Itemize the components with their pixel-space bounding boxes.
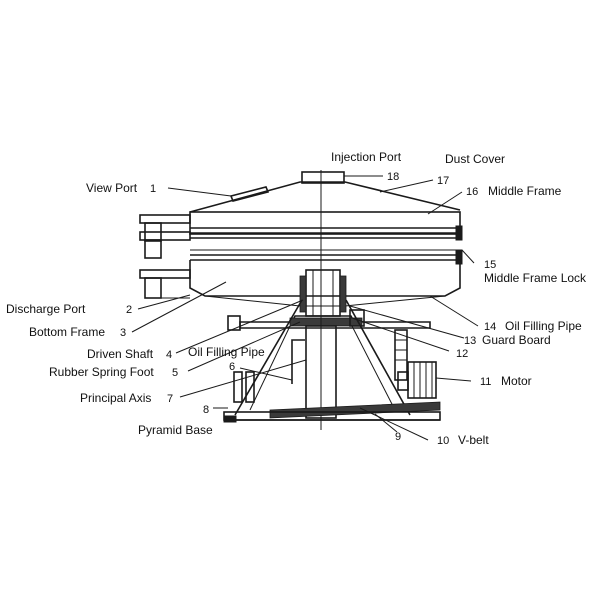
callout-name-17: Dust Cover [445, 152, 505, 166]
callout-number-12: 12 [456, 348, 468, 360]
callout-name-6: Oil Filling Pipe [188, 345, 265, 359]
callouts: View Port 1 Discharge Port 2 Bottom Fram… [6, 150, 587, 447]
driven-pulley [346, 295, 430, 327]
callout-name-13: Guard Board [482, 333, 551, 347]
callout-number-16: 16 [466, 186, 478, 198]
callout-name-4: Driven Shaft [87, 347, 154, 361]
middle-frame-lock [455, 225, 463, 265]
view-port [229, 186, 270, 202]
shaft-housing [289, 269, 357, 325]
callout-name-8: Pyramid Base [138, 423, 213, 437]
motor [397, 361, 437, 399]
callout-number-4: 4 [166, 349, 172, 361]
callout-name-1: View Port [86, 181, 138, 195]
oil-filling-pipe-left [233, 339, 305, 403]
callout-number-15: 15 [484, 259, 496, 271]
callout-name-11: Motor [501, 374, 532, 388]
leader-lines [131, 175, 479, 441]
callout-name-18: Injection Port [331, 150, 402, 164]
callout-name-7: Principal Axis [80, 391, 151, 405]
callout-number-14: 14 [484, 321, 496, 333]
injection-port [301, 171, 345, 184]
callout-number-1: 1 [150, 183, 156, 195]
callout-name-2: Discharge Port [6, 302, 86, 316]
callout-number-9: 9 [395, 431, 401, 443]
base-plate [223, 401, 441, 423]
callout-name-15: Middle Frame Lock [484, 271, 587, 285]
callout-number-17: 17 [437, 175, 449, 187]
callout-number-2: 2 [126, 304, 132, 316]
callout-name-14: Oil Filling Pipe [505, 319, 582, 333]
callout-number-11: 11 [480, 376, 491, 388]
callout-name-5: Rubber Spring Foot [49, 365, 154, 379]
machine-drawing [139, 170, 463, 430]
callout-number-6: 6 [229, 361, 235, 373]
callout-number-10: 10 [437, 435, 449, 447]
callout-name-3: Bottom Frame [29, 325, 105, 339]
callout-number-7: 7 [167, 393, 173, 405]
callout-number-3: 3 [120, 327, 126, 339]
callout-name-10: V-belt [458, 433, 489, 447]
dust-cover [189, 181, 461, 213]
callout-name-16: Middle Frame [488, 184, 562, 198]
discharge-ports [139, 214, 191, 299]
callout-number-5: 5 [172, 367, 178, 379]
principal-axis [305, 170, 337, 430]
bottom-frame [189, 260, 461, 307]
callout-number-8: 8 [203, 404, 209, 416]
rubber-spring-feet [227, 315, 408, 381]
callout-number-18: 18 [387, 171, 399, 183]
callout-number-13: 13 [464, 335, 476, 347]
middle-frame [189, 211, 461, 261]
